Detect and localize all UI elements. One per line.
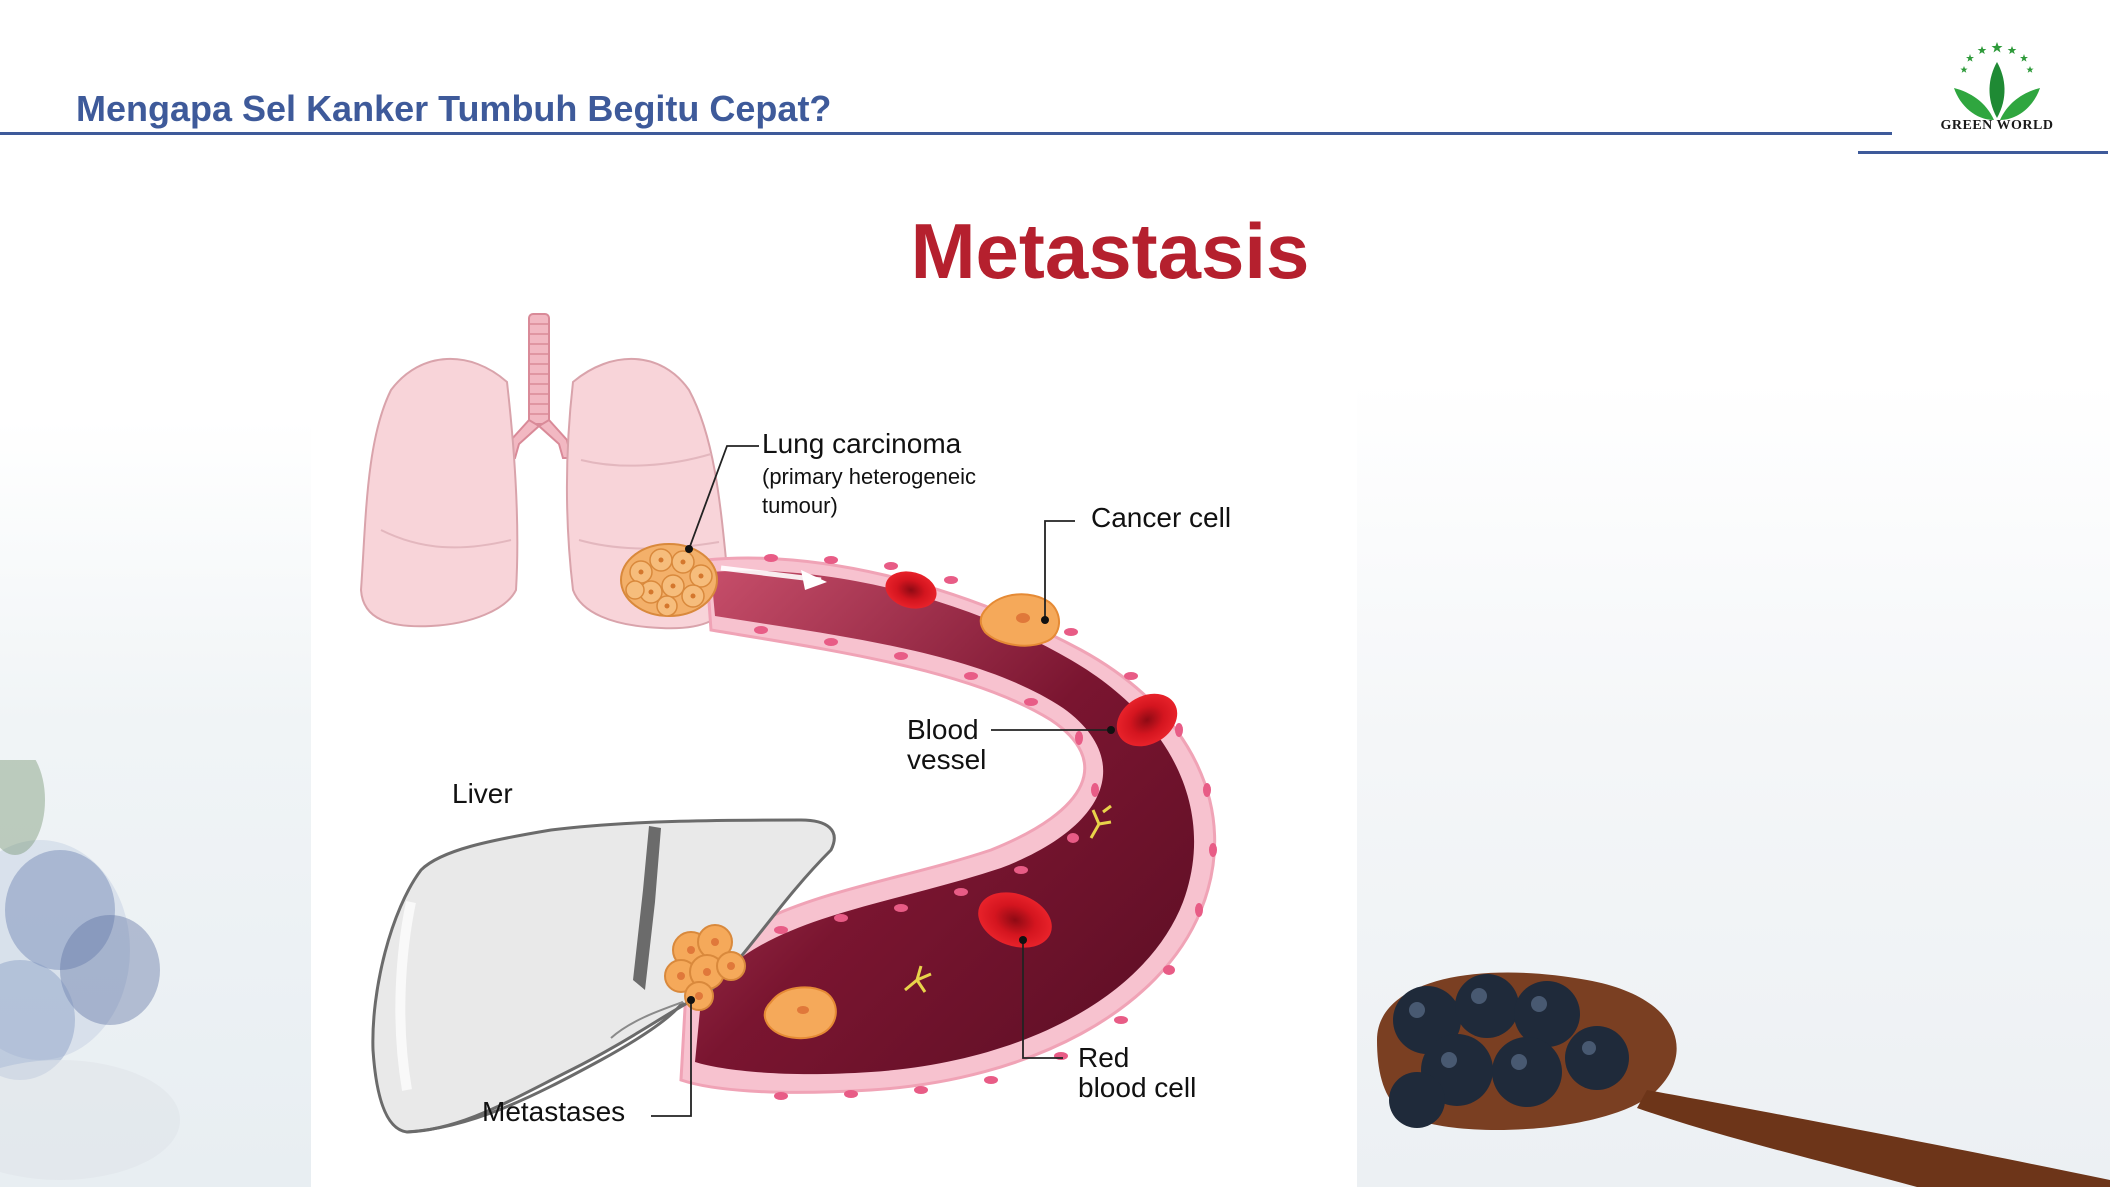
lung-tumour (620, 543, 718, 617)
label-metastases: Metastases (482, 1096, 626, 1127)
label-lung-carcinoma: Lung carcinoma (762, 428, 962, 459)
metastasis-diagram: Lung carcinoma (primary heterogeneic tum… (311, 290, 1357, 1187)
antibody-icons (904, 804, 1112, 993)
logo-divider (1858, 151, 2108, 154)
label-liver: Liver (452, 778, 513, 809)
label-red-blood-cell-line1: Red (1078, 1042, 1130, 1073)
green-world-leaf-logo-icon (1954, 42, 2040, 120)
cancer-cells-in-vessel (763, 593, 1060, 1040)
label-red-blood-cell-line2: blood cell (1078, 1072, 1197, 1103)
header-divider (0, 132, 1892, 135)
liver (371, 818, 836, 1134)
blood-vessel (679, 554, 1217, 1100)
slide-title: Metastasis (910, 207, 1310, 295)
liver-metastases (664, 924, 746, 1011)
blueberries-left-image (0, 760, 180, 1180)
label-lung-carcinoma-sub2: tumour) (762, 493, 838, 518)
label-blood-vessel-line1: Blood (907, 714, 979, 745)
logo-text: GREEN WORLD (1940, 118, 2054, 133)
blueberries-spoon-image (1377, 972, 2110, 1187)
diagram-illustration (359, 313, 1217, 1134)
leader-dots (685, 545, 1115, 1004)
header-title: Mengapa Sel Kanker Tumbuh Begitu Cepat? (76, 88, 832, 129)
background-left (0, 420, 320, 1187)
label-cancer-cell: Cancer cell (1091, 502, 1232, 533)
red-blood-cells (885, 571, 1178, 948)
label-blood-vessel-line2: vessel (907, 744, 987, 775)
label-lung-carcinoma-sub1: (primary heterogeneic (762, 464, 976, 489)
flow-arrow-icon (720, 565, 827, 590)
leader-lines (651, 445, 1111, 1117)
